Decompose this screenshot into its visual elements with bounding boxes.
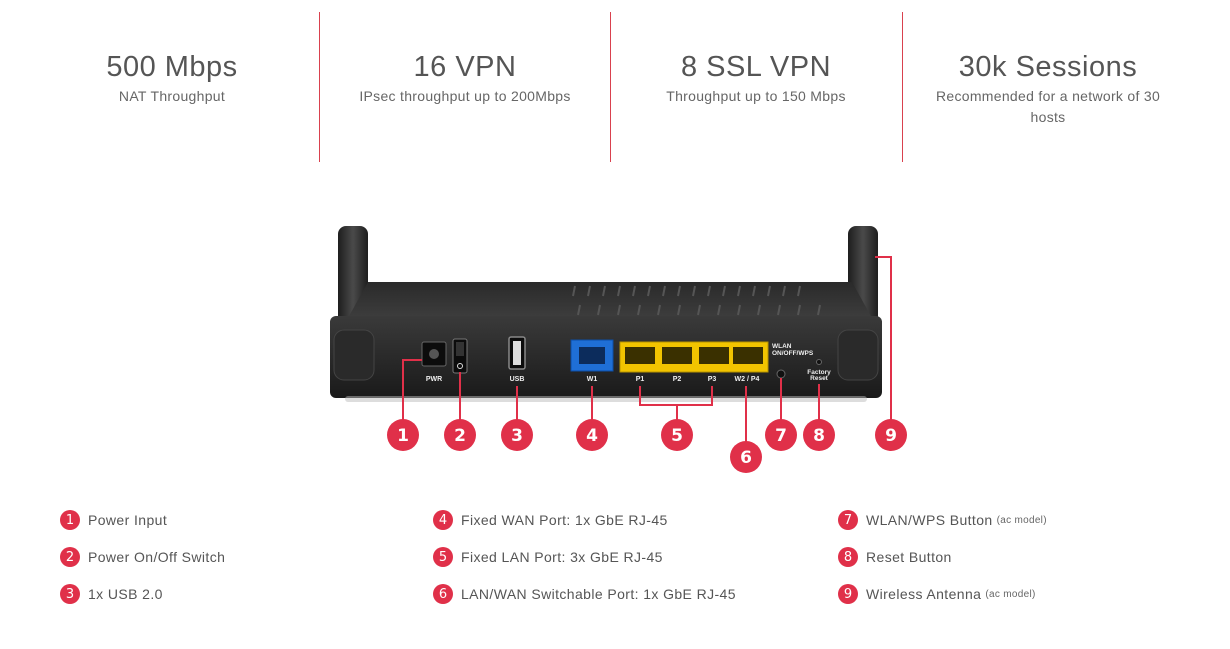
legend-text: WLAN/WPS Button	[866, 512, 993, 528]
callout-lines	[402, 256, 892, 447]
callouts: 1 2 3 4 5 6 7 8 9	[387, 419, 907, 473]
legend-text: Fixed LAN Port: 3x GbE RJ-45	[461, 549, 663, 565]
legend-note: (ac model)	[985, 588, 1036, 600]
lan-port-p3	[699, 347, 729, 364]
legend-number: 9	[838, 584, 858, 604]
stat-label: NAT Throughput	[118, 88, 226, 104]
label-w2p4: W2 / P4	[735, 376, 760, 383]
power-input-hole	[429, 349, 439, 359]
legend-item: 1 Power Input	[60, 509, 167, 531]
stat-value: 30k Sessions	[958, 51, 1138, 83]
legend-item: 2 Power On/Off Switch	[60, 546, 225, 568]
callout-2-label: 2	[454, 426, 466, 446]
legend-item: 6 LAN/WAN Switchable Port: 1x GbE RJ-45	[433, 583, 736, 605]
stat-value: 16 VPN	[413, 51, 517, 83]
legend-number: 5	[433, 547, 453, 567]
vent-slots	[572, 285, 821, 316]
lan-port-p2	[662, 347, 692, 364]
legend-number: 8	[838, 547, 858, 567]
callout-8	[803, 419, 835, 451]
router-top	[348, 282, 872, 318]
callout-9	[875, 419, 907, 451]
callout-7-label: 7	[775, 426, 787, 446]
label-p1: P1	[636, 376, 645, 383]
callout-6-label: 6	[740, 448, 752, 468]
callout-8-label: 8	[813, 426, 825, 446]
callout-7	[765, 419, 797, 451]
label-factory: Factory	[807, 369, 831, 376]
lan-port-p1	[625, 347, 655, 364]
divider	[902, 12, 903, 162]
label-w1: W1	[587, 376, 598, 383]
stat-sessions: 30k Sessions Recommended for a network o…	[918, 48, 1178, 128]
legend-item: 5 Fixed LAN Port: 3x GbE RJ-45	[433, 546, 663, 568]
legend-text: Power Input	[88, 512, 168, 528]
legend-number: 6	[433, 584, 453, 604]
legend-text: Wireless Antenna	[866, 586, 982, 602]
callout-2	[444, 419, 476, 451]
legend-number: 2	[60, 547, 80, 567]
legend-text: Reset Button	[866, 549, 952, 565]
callout-6	[730, 441, 762, 473]
legend-number: 3	[60, 584, 80, 604]
callout-1-label: 1	[397, 426, 409, 446]
callout-4-label: 4	[586, 426, 598, 446]
label-usb: USB	[510, 376, 525, 383]
legend-number: 4	[433, 510, 453, 530]
legend-note: (ac model)	[996, 514, 1047, 526]
stat-label: Recommended for a network of 30 hosts	[935, 88, 1161, 125]
antenna-base-right	[837, 329, 879, 381]
legend-number: 1	[60, 510, 80, 530]
stat-value: 500 Mbps	[106, 51, 238, 83]
stat-value: 8 SSL VPN	[680, 51, 832, 83]
callout-1	[387, 419, 419, 451]
label-reset: Reset	[810, 375, 829, 382]
divider	[319, 12, 320, 162]
divider	[610, 12, 611, 162]
callout-3-label: 3	[511, 426, 523, 446]
stat-label: Throughput up to 150 Mbps	[666, 88, 846, 104]
callout-3	[501, 419, 533, 451]
legend-item: 9 Wireless Antenna (ac model)	[838, 583, 1036, 605]
label-pwr: PWR	[426, 376, 442, 383]
wlan-wps-button	[776, 369, 786, 379]
callout-9-label: 9	[885, 426, 897, 446]
stat-ssl-vpn: 8 SSL VPN Throughput up to 150 Mbps	[626, 48, 886, 107]
legend-item: 7 WLAN/WPS Button (ac model)	[838, 509, 1047, 531]
stats-bar: 500 Mbps NAT Throughput 16 VPN IPsec thr…	[0, 0, 1230, 170]
lan-port-p4	[733, 347, 763, 364]
usb-port-tongue	[513, 341, 521, 365]
legend-text: 1x USB 2.0	[88, 586, 163, 602]
stat-vpn: 16 VPN IPsec throughput up to 200Mbps	[335, 48, 595, 107]
label-wlan-onoff: ON/OFF/WPS	[772, 350, 814, 357]
legend-number: 7	[838, 510, 858, 530]
power-switch-rocker	[456, 342, 464, 356]
stat-label: IPsec throughput up to 200Mbps	[359, 88, 571, 104]
legend-text: Fixed WAN Port: 1x GbE RJ-45	[461, 512, 668, 528]
legend-item: 8 Reset Button	[838, 546, 952, 568]
legend-text: LAN/WAN Switchable Port: 1x GbE RJ-45	[461, 586, 736, 602]
router-base-shadow	[345, 396, 867, 402]
stat-nat: 500 Mbps NAT Throughput	[42, 48, 302, 107]
power-switch-o	[457, 363, 463, 369]
legend-text: Power On/Off Switch	[88, 549, 226, 565]
callout-5-label: 5	[671, 426, 683, 446]
label-wlan: WLAN	[772, 343, 792, 350]
callout-5	[661, 419, 693, 451]
antenna-base-left	[333, 329, 375, 381]
factory-reset-button	[816, 359, 822, 365]
label-p2: P2	[673, 376, 682, 383]
wan-port-socket	[579, 347, 605, 364]
legend-item: 4 Fixed WAN Port: 1x GbE RJ-45	[433, 509, 668, 531]
callout-4	[576, 419, 608, 451]
label-p3: P3	[708, 376, 717, 383]
legend-item: 3 1x USB 2.0	[60, 583, 163, 605]
